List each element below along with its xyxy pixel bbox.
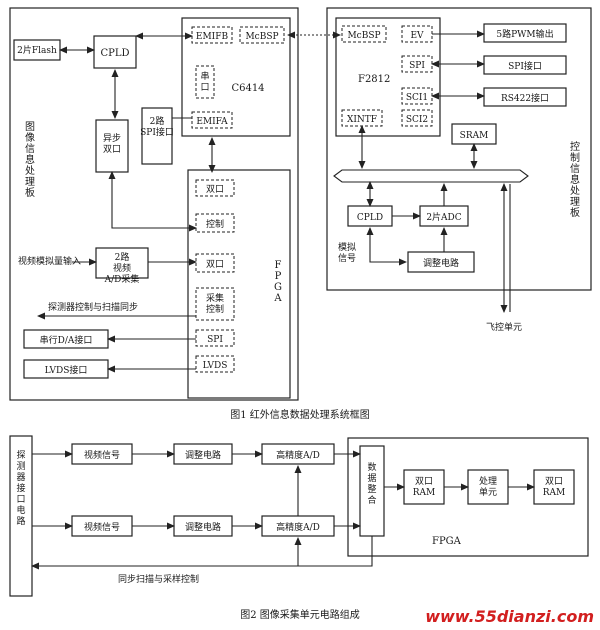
cond-box (407, 251, 475, 273)
cond2-label: 调整电路 (185, 521, 221, 533)
cpld1-box (93, 35, 137, 69)
spi-if-label: SPI接口 (508, 60, 542, 72)
video1-label: 视频信号 (84, 449, 120, 461)
video-in-label: 视频模拟量输入 (18, 255, 81, 267)
dpram-box (95, 119, 129, 173)
mcbsp1-label: McBSP (245, 32, 278, 42)
fpga-block-label-0: 双口 (206, 184, 224, 195)
fig2-caption: 图2 图像采集单元电路组成 (240, 608, 360, 621)
fpga-block-label-3: 采集控制 (206, 292, 224, 315)
serial-da-label: 串行D/A接口 (40, 334, 93, 346)
xintf-label: XINTF (347, 115, 377, 125)
f2812-title: F2812 (358, 74, 390, 85)
spi-b-label: SPI (409, 61, 425, 71)
watermark: www.55dianzi.com (425, 607, 594, 626)
adc2b-label: 2片ADC (426, 211, 461, 223)
fpga-block-5 (195, 355, 235, 373)
merge-label: 数据整合 (367, 461, 376, 506)
cond-label: 调整电路 (423, 257, 459, 269)
control-board-label: 控制信息处理板 (570, 140, 580, 219)
dpram-label: 异步双口 (103, 133, 121, 155)
sci2-box (401, 109, 433, 127)
sci2-label: SCI2 (406, 115, 428, 125)
fig1-caption: 图1 红外信息数据处理系统框图 (230, 408, 370, 421)
fpga-block-4 (195, 329, 235, 347)
fpga-block-label-4: SPI (207, 335, 223, 345)
sync-label: 探测器控制与扫描同步 (48, 301, 138, 313)
cpld2-label: CPLD (357, 213, 383, 223)
uart-label: 串口 (200, 71, 209, 93)
sync2-label: 同步扫描与采样控制 (118, 573, 199, 585)
data-bus (333, 169, 529, 183)
sci1-label: SCI1 (406, 93, 428, 103)
uart-box (195, 65, 215, 99)
detector-box (9, 435, 33, 597)
adc1-label: 高精度A/D (276, 449, 320, 461)
spi2-box (141, 107, 173, 165)
cpld1-label: CPLD (100, 48, 129, 59)
rs422-label: RS422接口 (501, 92, 549, 104)
adc2f-label: 高精度A/D (276, 521, 320, 533)
flash-label: 2片Flash (17, 44, 57, 56)
fpga2-label: FPGA (432, 536, 462, 547)
image-board-label: 图像信息处理板 (25, 121, 35, 199)
fpga-block-label-5: LVDS (203, 361, 228, 371)
ram1-box (403, 469, 445, 505)
emifa-box (191, 111, 233, 129)
pwm-label: 5路PWM输出 (496, 28, 553, 40)
video2-label: 视频信号 (84, 521, 120, 533)
mcbsp2-box (341, 25, 387, 43)
fpga-block-label-2: 双口 (206, 259, 224, 270)
emifa-label: EMIFA (196, 117, 228, 127)
sram-label: SRAM (460, 131, 489, 141)
fpga-block-label-1: 控制 (206, 218, 224, 230)
emifb-label: EMIFB (196, 32, 229, 42)
ev-label: EV (410, 31, 424, 41)
ram2-box (533, 469, 575, 505)
proc-box (467, 469, 509, 505)
emifb-box (191, 26, 233, 44)
fpga-block-3 (195, 287, 235, 321)
mcbsp2-label: McBSP (347, 31, 380, 41)
analog-label: 模拟信号 (338, 241, 356, 264)
proc-label: 处理单元 (479, 475, 497, 498)
cond1-label: 调整电路 (185, 449, 221, 461)
flight-label: 飞控单元 (486, 321, 522, 333)
dsp-title: C6414 (231, 83, 264, 94)
mcbsp1-box (239, 26, 285, 44)
detector-label: 探测器接口电路 (16, 449, 25, 527)
lvds-if-label: LVDS接口 (45, 364, 88, 376)
